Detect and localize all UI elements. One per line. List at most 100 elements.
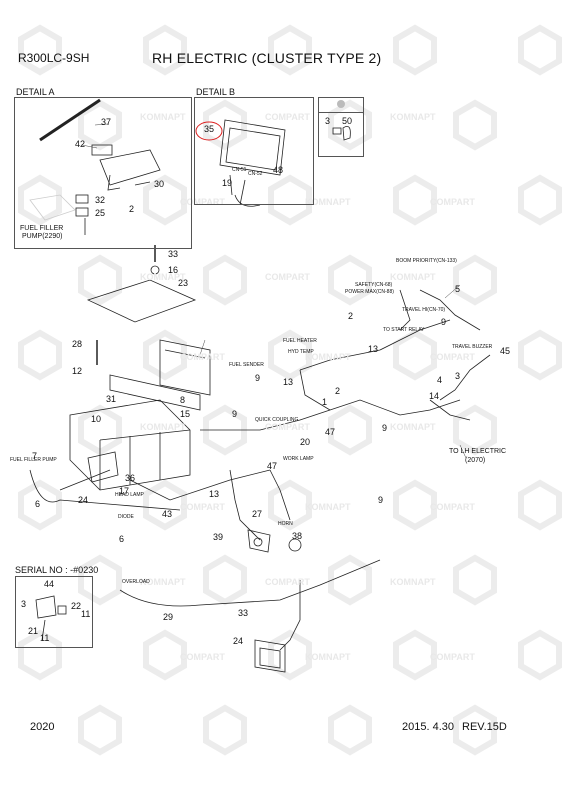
to-lh-electric-label: TO LH ELECTRIC bbox=[449, 448, 507, 455]
watermark-text: COMPART bbox=[265, 422, 310, 432]
watermark-text: KOMNAPT bbox=[390, 577, 436, 587]
hyd-temp-label: HYD TEMP bbox=[288, 349, 314, 355]
model-number: R300LC-9SH bbox=[18, 51, 90, 65]
part-number: 13 bbox=[368, 344, 379, 354]
watermark-text: KOMNAPT bbox=[305, 352, 351, 362]
watermark-text: COMPART bbox=[265, 112, 310, 122]
part-number: 11 bbox=[81, 609, 91, 619]
inset-c-header bbox=[318, 97, 364, 113]
watermark-text: KOMNAPT bbox=[140, 272, 186, 282]
part-number: 29 bbox=[163, 612, 174, 622]
part-number: 9 bbox=[378, 495, 384, 505]
part-number: 24 bbox=[233, 636, 244, 646]
part-number: 3 bbox=[325, 116, 331, 126]
part-number: 13 bbox=[283, 377, 294, 387]
part-number: 23 bbox=[178, 278, 189, 288]
part-number: 24 bbox=[78, 495, 89, 505]
part-number: 6 bbox=[119, 534, 125, 544]
part-number: 10 bbox=[91, 414, 102, 424]
part-number: 14 bbox=[429, 391, 440, 401]
head-lamp-label: HEAD LAMP bbox=[115, 492, 144, 498]
serial-label: SERIAL NO : -#0230 bbox=[15, 565, 99, 575]
watermark-text: COMPART bbox=[430, 352, 475, 362]
watermark-text: COMPART bbox=[180, 652, 225, 662]
inset-c-drawing bbox=[332, 100, 351, 141]
part-number: 25 bbox=[95, 208, 106, 218]
watermark-text: KOMNAPT bbox=[305, 502, 351, 512]
detail-b-label: DETAIL B bbox=[196, 87, 236, 97]
part-number: 13 bbox=[209, 489, 220, 499]
revision-code: REV.15D bbox=[462, 721, 507, 733]
part-number: 37 bbox=[101, 117, 112, 127]
part-number: 15 bbox=[180, 409, 191, 419]
part-number: 7 bbox=[32, 451, 38, 461]
part-number: 33 bbox=[238, 608, 249, 618]
part-number: 39 bbox=[213, 532, 224, 542]
part-number: 9 bbox=[255, 373, 261, 383]
connector-label: CN-52 bbox=[248, 171, 263, 177]
part-number: 30 bbox=[154, 179, 165, 189]
horn-label: HORN bbox=[278, 521, 293, 527]
part-number: 3 bbox=[455, 371, 461, 381]
page-number: 2020 bbox=[30, 721, 55, 733]
page-title: RH ELECTRIC (CLUSTER TYPE 2) bbox=[152, 50, 382, 66]
watermark-text: COMPART bbox=[180, 197, 225, 207]
overload-label: OVERLOAD bbox=[122, 579, 150, 585]
part-number: 2 bbox=[335, 386, 341, 396]
part-number: 9 bbox=[232, 409, 238, 419]
detail-a-frame bbox=[14, 97, 192, 249]
part-number: 11 bbox=[40, 633, 50, 643]
part-number: 17 bbox=[119, 486, 130, 496]
part-number: 2 bbox=[129, 204, 135, 214]
detail-a-drawing bbox=[29, 98, 161, 235]
fuel-heater-label: FUEL HEATER bbox=[283, 338, 317, 344]
part-number: 50 bbox=[342, 116, 353, 126]
fuel-filler-label: FUEL FILLER bbox=[20, 225, 64, 232]
part-number: 47 bbox=[267, 461, 278, 471]
part-number: 43 bbox=[162, 509, 173, 519]
watermark-text: KOMNAPT bbox=[140, 422, 186, 432]
part-number: 5 bbox=[455, 284, 461, 294]
watermark-text: COMPART bbox=[265, 272, 310, 282]
part-number: 6 bbox=[35, 499, 41, 509]
start-relay-label: TO START RELAY bbox=[383, 327, 425, 333]
watermark-text: COMPART bbox=[430, 652, 475, 662]
part-number-highlighted: 35 bbox=[204, 124, 215, 134]
part-number: 27 bbox=[252, 509, 263, 519]
watermark-text: COMPART bbox=[265, 577, 310, 587]
safety-label: SAFETY(CN-68) bbox=[355, 282, 393, 288]
power-max-label: POWER MAX(CN-88) bbox=[345, 289, 394, 295]
part-number: 22 bbox=[71, 601, 82, 611]
part-number: 1 bbox=[322, 397, 328, 407]
part-number: 2 bbox=[348, 311, 354, 321]
diode-label: DIODE bbox=[118, 514, 134, 520]
part-number: 19 bbox=[222, 178, 233, 188]
revision-date: 2015. 4.30 bbox=[402, 721, 454, 733]
watermark-text: KOMNAPT bbox=[140, 577, 186, 587]
leader-lines bbox=[81, 123, 467, 459]
part-number: 33 bbox=[168, 249, 179, 259]
part-number: 9 bbox=[441, 317, 447, 327]
detail-a-label: DETAIL A bbox=[16, 87, 55, 97]
fuel-filler-label: PUMP(2290) bbox=[22, 233, 63, 240]
watermark-text: KOMNAPT bbox=[305, 197, 351, 207]
fuel-filler-pump-label: FUEL FILLER PUMP bbox=[10, 457, 57, 463]
travel-hi-label: TRAVEL HI(CN-70) bbox=[402, 307, 446, 313]
part-number: 42 bbox=[75, 139, 86, 149]
part-number: 8 bbox=[180, 395, 186, 405]
watermark-text: COMPART bbox=[430, 502, 475, 512]
detail-b-drawing bbox=[195, 119, 286, 207]
boom-priority-label: BOOM PRIORITY(CN-133) bbox=[396, 258, 457, 264]
watermark-text: KOMNAPT bbox=[140, 112, 186, 122]
watermark-text: KOMNAPT bbox=[390, 422, 436, 432]
part-number: 16 bbox=[168, 265, 179, 275]
work-lamp-label: WORK LAMP bbox=[283, 456, 314, 462]
part-number: 36 bbox=[125, 473, 136, 483]
detail-b-frame bbox=[194, 97, 314, 205]
part-number: 44 bbox=[44, 579, 55, 589]
to-lh-electric-ref: (2070) bbox=[465, 457, 486, 464]
part-number: 45 bbox=[500, 346, 511, 356]
main-drawing bbox=[29, 245, 491, 673]
